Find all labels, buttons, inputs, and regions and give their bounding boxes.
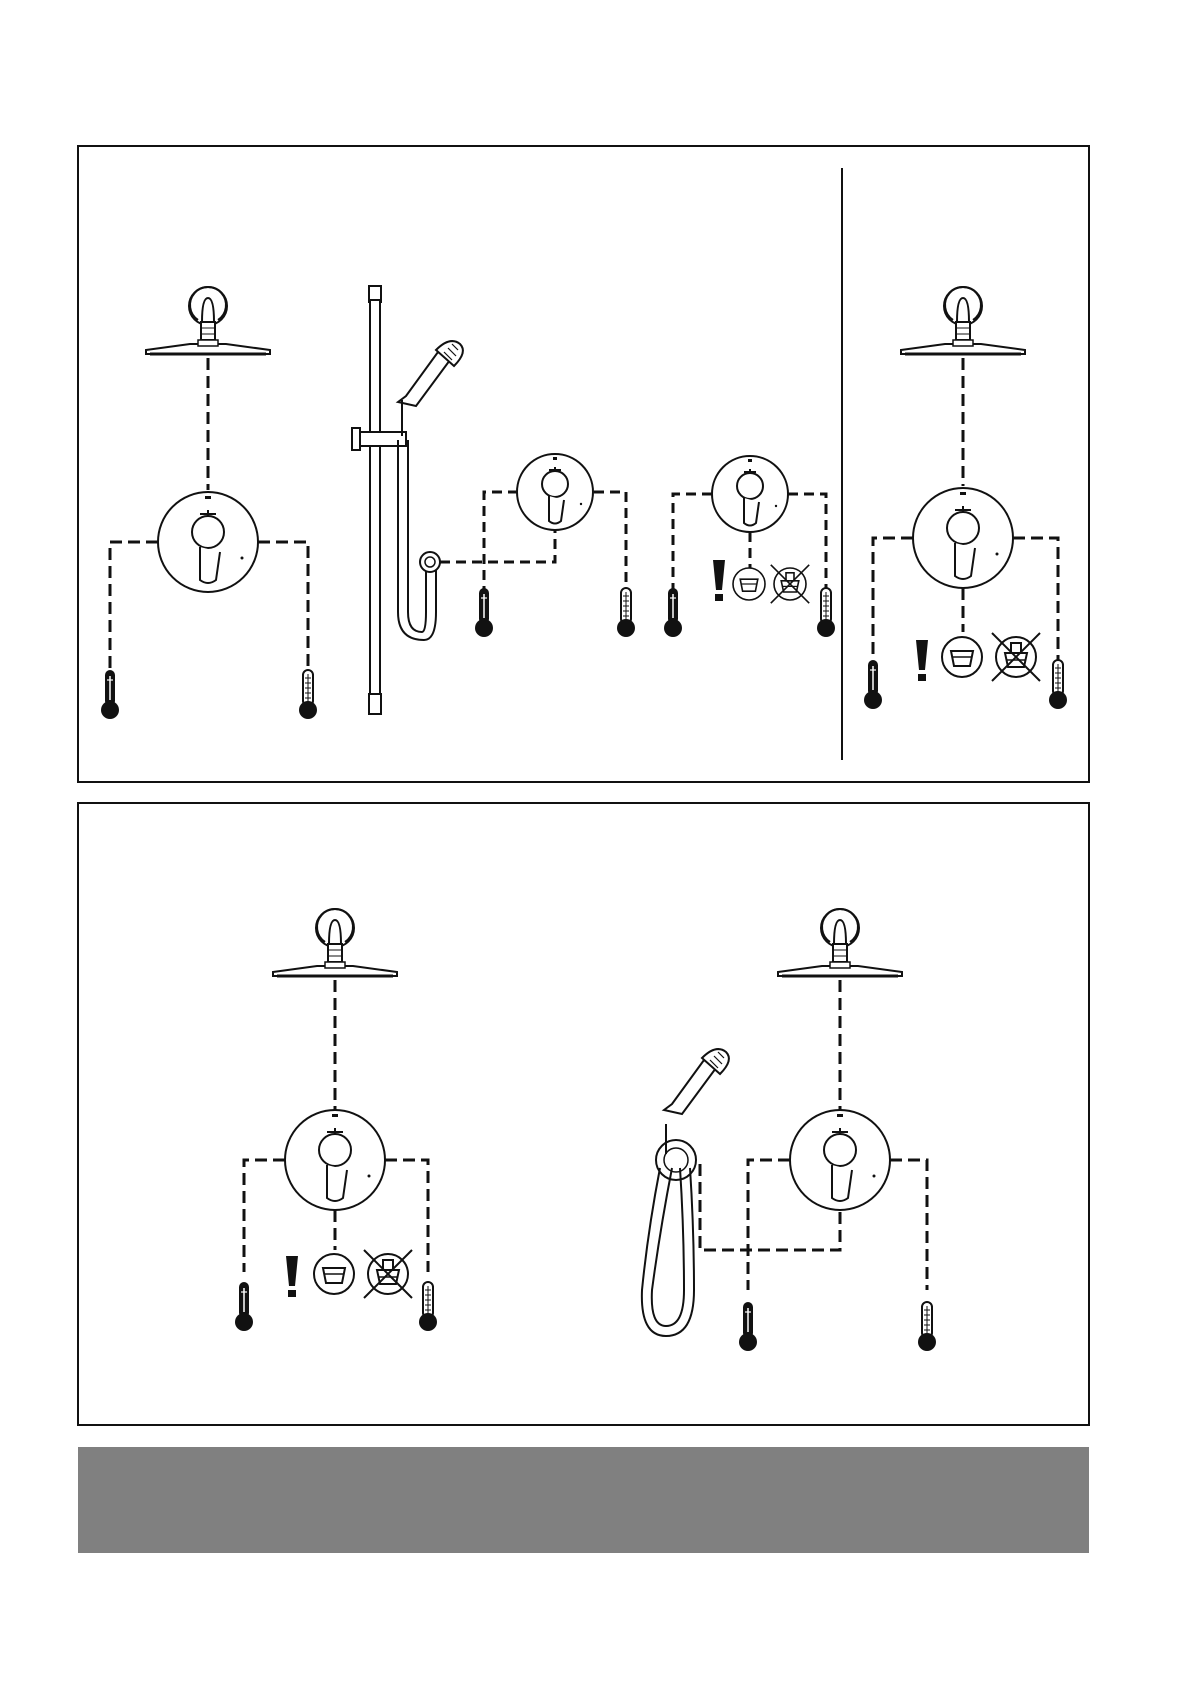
diagram-overhead-shower-mixer-with-stop-valve bbox=[864, 287, 1067, 709]
wall-outlet-icon bbox=[420, 552, 440, 572]
diagram-overhead-shower-mixer-with-stop-valve-2 bbox=[235, 909, 437, 1331]
diagram-overhead-shower-mixer bbox=[101, 287, 317, 719]
bottom-panel-frame bbox=[78, 803, 1089, 1425]
top-panel-frame bbox=[78, 146, 1089, 782]
diagram-slide-bar-hand-shower-mixer bbox=[352, 286, 635, 714]
diagram-overhead-and-hand-shower-mixer bbox=[642, 909, 936, 1351]
gray-footer-band bbox=[78, 1447, 1089, 1553]
diagram-mixer-with-stop-valve bbox=[664, 456, 835, 637]
